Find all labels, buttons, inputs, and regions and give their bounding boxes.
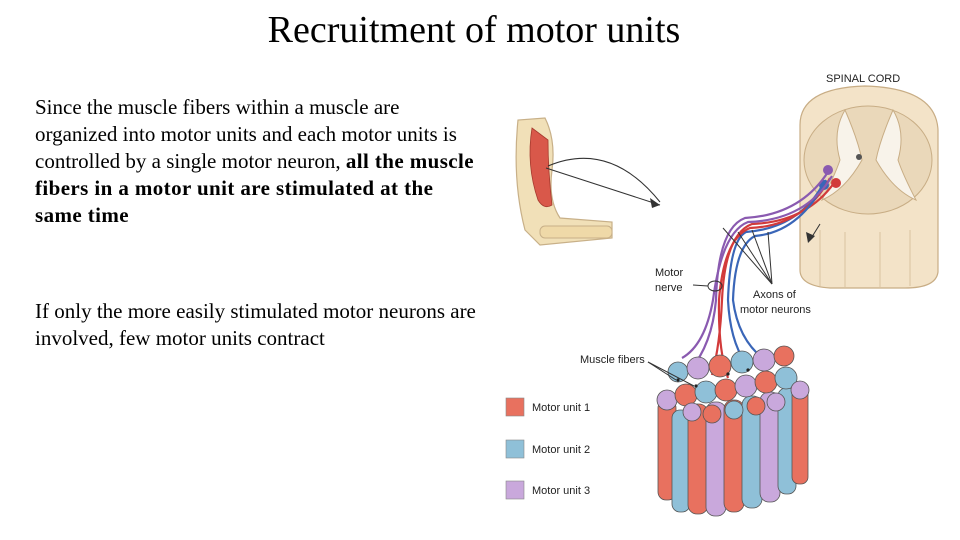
muscle-fiber-bundle <box>656 345 810 517</box>
slide-title: Recruitment of motor units <box>267 9 681 51</box>
legend-swatch-motor-unit-2 <box>505 439 525 459</box>
legend: Motor unit 1 Motor unit 2 Motor unit 3 <box>505 397 590 500</box>
spinal-cord <box>799 85 939 289</box>
label-motor-nerve-line1: Motor <box>655 267 683 279</box>
legend-label-motor-unit-2: Motor unit 2 <box>532 444 590 456</box>
paragraph-recruitment: If only the more easily stimulated motor… <box>35 299 476 350</box>
label-axons-line1: Axons of <box>753 289 797 301</box>
label-muscle-fibers: Muscle fibers <box>580 354 645 366</box>
muscle-fiber-pointers <box>647 361 695 387</box>
legend-swatch-motor-unit-1 <box>505 397 525 417</box>
paragraph-1-emphasis: all the muscle fibers in a motor unit ar… <box>35 149 474 227</box>
label-motor-nerve-line2: nerve <box>655 282 683 294</box>
legend-swatch-motor-unit-3 <box>505 480 525 500</box>
paragraph-1-text: Since the muscle fibers within a muscle … <box>35 95 457 173</box>
axon-pointers <box>692 227 773 287</box>
label-axons-line2: motor neurons <box>740 304 811 316</box>
arm-illustration <box>515 117 661 246</box>
label-spinal-cord: SPINAL CORD <box>826 73 900 85</box>
motor-nerve <box>681 171 835 379</box>
legend-label-motor-unit-1: Motor unit 1 <box>532 402 590 414</box>
legend-label-motor-unit-3: Motor unit 3 <box>532 485 590 497</box>
paragraph-motor-unit-control: Since the muscle fibers within a muscle … <box>35 94 475 229</box>
